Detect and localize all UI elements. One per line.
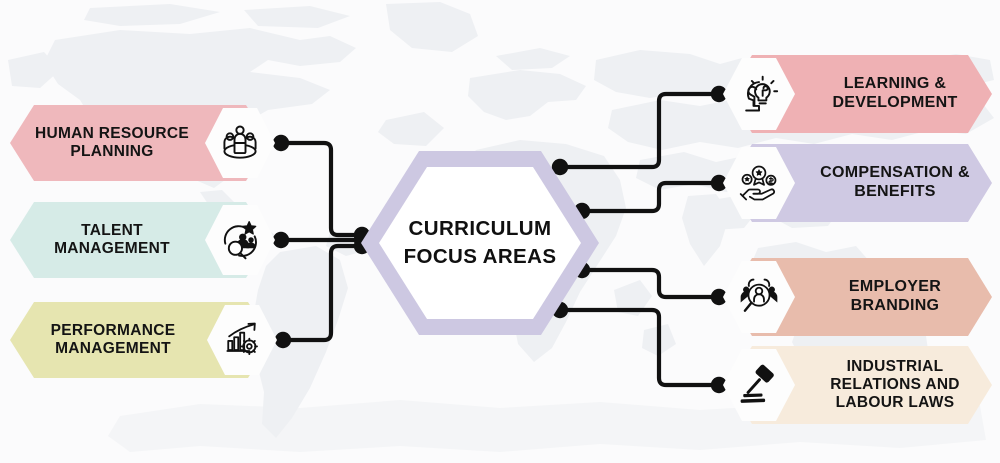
band-shape	[10, 105, 270, 181]
band-fill	[728, 346, 992, 424]
item-label-line3: LABOUR LAWS	[835, 394, 955, 412]
item-label-line1: PERFORMANCE	[50, 321, 176, 339]
item-icon-hexagon	[202, 105, 278, 181]
item-industrial-relations-and-labour-laws[interactable]: INDUSTRIAL RELATIONS AND LABOUR LAWS	[723, 344, 994, 426]
item-label: EMPLOYER BRANDING	[812, 256, 978, 338]
item-performance-management[interactable]: PERFORMANCE MANAGEMENT	[8, 300, 277, 380]
icon-hexagon-plate	[723, 349, 795, 421]
connector-dot	[274, 331, 292, 349]
item-label-line2: BENEFITS	[854, 183, 936, 200]
talent-search-star-icon	[218, 218, 262, 262]
center-hub-hexagon[interactable]: CURRICULUM FOCUS AREAS	[355, 145, 605, 341]
item-learning-and-development[interactable]: LEARNING & DEVELOPMENT	[723, 53, 994, 135]
band-fill	[10, 105, 270, 181]
item-label: HUMAN RESOURCE PLANNING	[24, 103, 200, 183]
item-label: INDUSTRIAL RELATIONS AND LABOUR LAWS	[812, 344, 978, 426]
item-label-line1: TALENT	[81, 221, 143, 239]
band-shape	[728, 55, 992, 133]
item-icon-hexagon	[720, 346, 798, 424]
item-icon-hexagon	[202, 202, 278, 278]
item-label-line2: MANAGEMENT	[55, 340, 171, 357]
item-label-line2: DEVELOPMENT	[832, 94, 958, 111]
band-fill	[10, 202, 270, 278]
item-employer-branding[interactable]: EMPLOYER BRANDING	[723, 256, 994, 338]
item-label-line2: RELATIONS AND	[830, 375, 960, 393]
band-fill	[728, 55, 992, 133]
item-icon-hexagon	[720, 258, 798, 336]
connector-dot	[272, 231, 290, 249]
band-shape	[10, 302, 272, 378]
head-lightbulb-icon	[737, 72, 781, 116]
connector-dot	[710, 174, 728, 192]
band-shape	[728, 258, 992, 336]
item-human-resource-planning[interactable]: HUMAN RESOURCE PLANNING	[8, 103, 275, 183]
hand-coins-reward-icon	[737, 161, 781, 205]
item-icon-hexagon	[204, 302, 280, 378]
center-hub-label: CURRICULUM FOCUS AREAS	[355, 145, 605, 341]
gavel-icon	[738, 364, 780, 406]
item-icon-hexagon	[720, 55, 798, 133]
employee-magnifier-icon	[737, 275, 781, 319]
item-label-line2: MANAGEMENT	[54, 240, 170, 257]
center-hexagon-shape	[361, 151, 599, 335]
connector-dot	[710, 85, 728, 103]
item-label-line2: BRANDING	[850, 297, 940, 314]
item-label-line1: HUMAN RESOURCE	[34, 124, 190, 142]
band-shape	[728, 346, 992, 424]
item-label-line1: LEARNING &	[843, 75, 947, 93]
band-fill	[728, 144, 992, 222]
band-shape	[10, 202, 270, 278]
center-label-line2: FOCUS AREAS	[403, 245, 557, 268]
connector-dot	[710, 376, 728, 394]
item-label-line1: EMPLOYER	[848, 278, 942, 296]
item-label: PERFORMANCE MANAGEMENT	[24, 300, 202, 380]
icon-hexagon-plate	[207, 305, 277, 375]
item-talent-management[interactable]: TALENT MANAGEMENT	[8, 200, 275, 280]
item-label-line1: INDUSTRIAL	[846, 357, 944, 375]
band-fill	[728, 258, 992, 336]
group-of-people-icon	[218, 121, 262, 165]
connector-dot	[551, 158, 569, 176]
item-label-line1: COMPENSATION &	[820, 164, 970, 182]
connector-dot	[272, 134, 290, 152]
connector-dot	[710, 288, 728, 306]
item-label: LEARNING & DEVELOPMENT	[812, 53, 978, 135]
band-fill	[10, 302, 272, 378]
item-icon-hexagon	[720, 144, 798, 222]
center-label-line1: CURRICULUM	[408, 217, 552, 241]
item-label: TALENT MANAGEMENT	[24, 200, 200, 280]
item-compensation-and-benefits[interactable]: COMPENSATION & BENEFITS	[723, 142, 994, 224]
item-label-line2: PLANNING	[70, 143, 154, 160]
icon-hexagon-plate	[723, 58, 795, 130]
bar-chart-gear-icon	[220, 318, 264, 362]
item-label: COMPENSATION & BENEFITS	[812, 142, 978, 224]
band-shape	[728, 144, 992, 222]
